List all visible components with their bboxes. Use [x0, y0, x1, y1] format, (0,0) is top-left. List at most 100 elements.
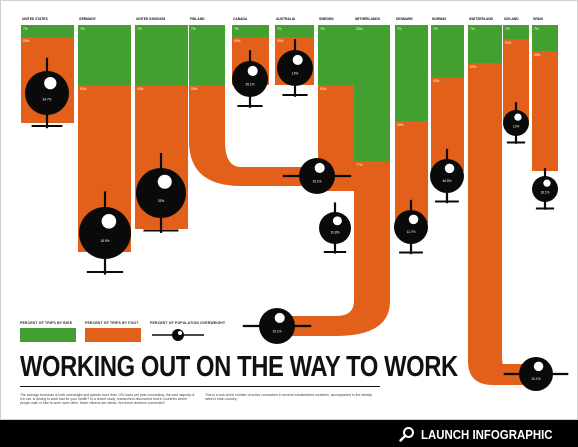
active-pct-label: 7%	[433, 27, 438, 31]
legend-obesity-label: PERCENT OF POPULATION OVERWEIGHT	[150, 321, 226, 325]
marker-highlight	[543, 179, 551, 187]
obesity-label: 10.1%	[312, 179, 321, 183]
curve-netherlands	[276, 301, 390, 336]
launch-infographic-button[interactable]: LAUNCH INFOGRAPHIC	[398, 424, 571, 444]
marker-highlight	[101, 214, 117, 229]
marker-highlight	[274, 312, 285, 323]
obesity-label: 10.8%	[330, 231, 339, 235]
marker-highlight	[533, 361, 544, 372]
country-label: UNITED STATES	[22, 17, 49, 21]
marker-highlight	[332, 216, 342, 226]
bar-active	[354, 25, 390, 161]
marker-highlight	[44, 76, 57, 90]
country-label: AUSTRALIA	[276, 17, 296, 21]
obesity-marker	[25, 71, 69, 115]
legend-walk-label: PERCENT OF TRIPS BY BIKE	[20, 321, 73, 325]
obesity-label: 18.1%	[540, 191, 549, 195]
obesity-marker	[277, 50, 313, 86]
page-title: WORKING OUT ON THE WAY TO WORK	[20, 351, 458, 383]
car-pct-label: 93%	[137, 87, 144, 91]
obesity-marker	[519, 357, 553, 391]
obesity-label: 12%	[513, 125, 520, 129]
obesity-marker	[532, 176, 558, 202]
country-label: SWEDEN	[319, 17, 334, 21]
obesity-marker	[319, 212, 351, 244]
active-pct-label: 7%	[320, 27, 325, 31]
bar-active	[275, 25, 314, 37]
bar-active	[189, 25, 225, 85]
footer-bar	[0, 420, 578, 447]
obesity-marker	[136, 168, 186, 218]
country-label: DENMARK	[396, 17, 413, 21]
active-pct-label: 7%	[23, 27, 28, 31]
bar-active	[431, 25, 464, 77]
description-right: This is a look at the number of active c…	[205, 393, 372, 401]
curve-finland	[189, 123, 306, 186]
bar-active	[532, 25, 558, 51]
legend-marker-icon	[152, 329, 204, 341]
bar-active	[135, 25, 188, 85]
marker-highlight	[408, 214, 419, 225]
active-pct-label: 23%	[356, 27, 363, 31]
obesity-marker	[79, 207, 131, 259]
obesity-label: 18.9%	[100, 239, 109, 243]
marker-highlight	[157, 174, 172, 189]
active-pct-label: 7%	[397, 27, 402, 31]
car-pct-label: 93%	[320, 87, 327, 91]
obesity-marker	[299, 158, 335, 194]
obesity-marker	[430, 159, 464, 193]
car-pct-label: 93%	[191, 87, 198, 91]
active-pct-label: 7%	[80, 27, 85, 31]
car-pct-label: 93%	[277, 39, 284, 43]
car-pct-label: 93%	[234, 39, 241, 43]
bar-active	[395, 25, 428, 121]
obesity-marker	[503, 110, 529, 136]
obesity-label: 13%	[292, 71, 299, 75]
obesity-label: 33%	[158, 199, 165, 203]
legend-walk-swatch	[20, 328, 76, 342]
active-pct-label: 7%	[534, 27, 539, 31]
marker-highlight	[314, 162, 325, 173]
car-pct-label: 93%	[505, 41, 512, 45]
legend-car-swatch	[85, 328, 141, 342]
country-label: NORWAY	[432, 17, 447, 21]
car-pct-label: 93%	[534, 53, 541, 57]
description-left: The average American is both overweight …	[20, 393, 195, 405]
bar-active	[318, 25, 355, 85]
legend-car-label: PERCENT OF TRIPS BY FOOT	[85, 321, 139, 325]
car-pct-label: 93%	[23, 39, 30, 43]
country-label: SWITZERLAND	[469, 17, 494, 21]
bar-active	[78, 25, 131, 85]
marker-highlight	[514, 113, 522, 121]
active-pct-label: 7%	[470, 27, 475, 31]
active-pct-label: 7%	[505, 27, 510, 31]
obesity-label: 34.7%	[42, 98, 51, 102]
marker-highlight	[247, 65, 258, 76]
marker-highlight	[444, 163, 455, 174]
car-pct-label: 93%	[397, 123, 404, 127]
country-label: ICELAND	[504, 17, 519, 21]
bar-active	[503, 25, 529, 39]
country-label: SPAIN	[533, 17, 543, 21]
country-label: FINLAND	[190, 17, 205, 21]
bar-car	[189, 85, 225, 123]
active-pct-label: 7%	[234, 27, 239, 31]
bar-active	[21, 25, 74, 37]
obesity-marker	[259, 308, 295, 344]
bar-active	[468, 25, 502, 63]
bar-car	[468, 63, 502, 361]
obesity-marker	[232, 61, 268, 97]
country-label: NETHERLANDS	[355, 17, 381, 21]
country-label: CANADA	[233, 17, 248, 21]
bar-active	[232, 25, 269, 37]
obesity-label: 35.1%	[245, 82, 254, 86]
bar-car	[532, 51, 558, 171]
obesity-marker	[394, 210, 428, 244]
obesity-label: 10.1%	[531, 377, 540, 381]
car-pct-label: 93%	[470, 65, 477, 69]
active-pct-label: 7%	[137, 27, 142, 31]
bar-car	[354, 161, 390, 301]
country-label: UNITED KINGDOM	[136, 17, 165, 21]
obesity-label: 46.5%	[442, 179, 451, 183]
